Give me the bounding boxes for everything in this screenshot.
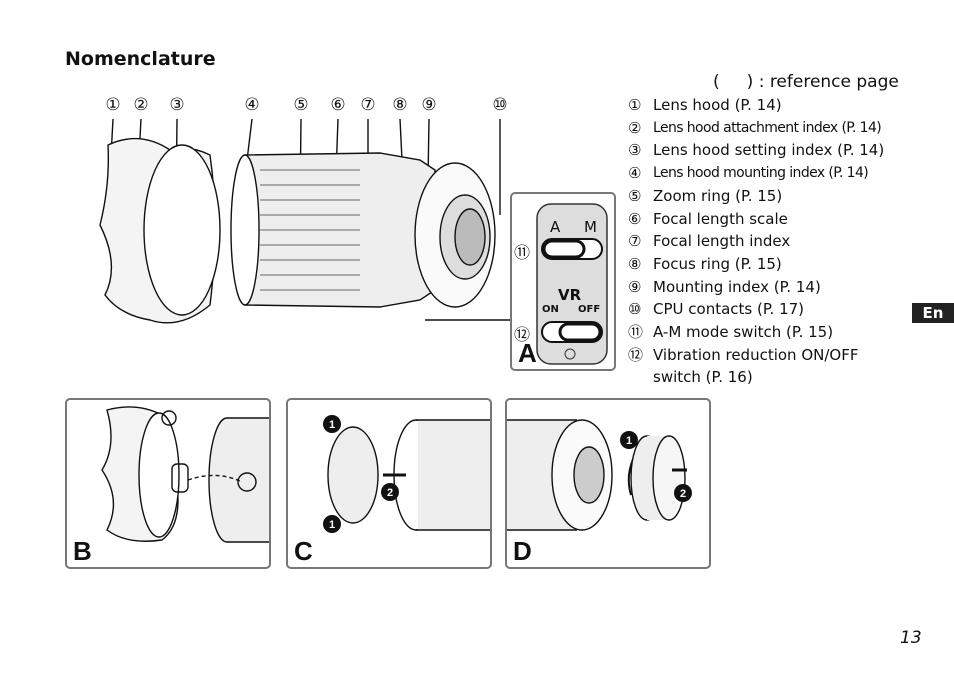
step-1-marker: 1 — [329, 519, 335, 531]
step-1-marker: 1 — [626, 435, 632, 447]
vr-off-label: OFF — [578, 304, 601, 315]
vr-label: VR — [558, 286, 582, 304]
item-number: ⑦ — [628, 232, 642, 251]
item-number: ① — [628, 96, 642, 114]
step-2-marker: 2 — [387, 487, 393, 499]
item-label: Lens hood setting index (P. 14) — [653, 141, 885, 160]
panel-label: A — [518, 338, 537, 368]
item-label: Zoom ring (P. 15) — [653, 186, 783, 205]
step-2-marker: 2 — [680, 488, 686, 500]
item-number: ④ — [628, 164, 642, 183]
item-label: Lens hood attachment index (P. 14) — [653, 119, 882, 136]
switch-label-m: M — [584, 218, 597, 236]
callout-11: ⑪ — [514, 243, 531, 262]
list-item: ⑨ Mounting index (P. 14) — [628, 276, 884, 299]
list-item: ⑪ A-M mode switch (P. 15) — [628, 321, 884, 344]
lens-illustration — [99, 118, 512, 324]
panel-label: C — [294, 536, 313, 566]
callout-2: ② — [133, 95, 149, 115]
list-item: ⑩ CPU contacts (P. 17) — [628, 298, 884, 321]
callout-9: ⑨ — [421, 95, 437, 115]
callout-5: ⑤ — [293, 95, 309, 115]
callout-1: ① — [105, 95, 121, 115]
item-label: Mounting index (P. 14) — [653, 277, 821, 296]
item-label: Focal length scale — [653, 209, 788, 228]
item-label: Lens hood (P. 14) — [653, 96, 782, 114]
callout-3: ③ — [169, 95, 185, 115]
page-number: 13 — [900, 628, 922, 648]
item-number: ⑩ — [628, 300, 642, 319]
item-number: ② — [628, 118, 642, 137]
callout-8: ⑧ — [392, 95, 408, 115]
item-label: Focus ring (P. 15) — [653, 254, 782, 273]
list-item: ② Lens hood attachment index (P. 14) — [628, 117, 884, 140]
list-item: ⑤ Zoom ring (P. 15) — [628, 185, 884, 208]
switch-label-a: A — [550, 218, 561, 236]
panel-a-switches: A M VR ON OFF ⑪ ⑫ A — [510, 192, 616, 371]
item-label: A-M mode switch (P. 15) — [653, 323, 834, 342]
item-number: ⑪ — [628, 323, 644, 342]
list-item: ⑥ Focal length scale — [628, 208, 884, 231]
item-number: ⑤ — [628, 186, 642, 205]
item-number: ⑧ — [628, 254, 642, 273]
panel-b-hood-attach: B — [65, 398, 271, 569]
list-item: ⑧ Focus ring (P. 15) — [628, 253, 884, 276]
callout-6: ⑥ — [330, 95, 346, 115]
item-number: ⑥ — [628, 209, 642, 228]
callout-4: ④ — [244, 95, 260, 115]
parts-list: ① Lens hood (P. 14) ② Lens hood attachment… — [628, 94, 884, 389]
item-number: ③ — [628, 141, 642, 160]
item-number: ⑨ — [628, 277, 642, 296]
list-item: ③ Lens hood setting index (P. 14) — [628, 139, 884, 162]
switch-panel-illustration — [536, 203, 608, 365]
item-label: CPU contacts (P. 17) — [653, 300, 805, 319]
item-label: Focal length index — [653, 232, 791, 251]
item-label: Lens hood mounting index (P. 14) — [653, 165, 869, 182]
list-item: ① Lens hood (P. 14) — [628, 94, 884, 117]
section-title: Nomenclature — [65, 48, 216, 70]
callout-7: ⑦ — [360, 95, 376, 115]
list-item: ⑫ Vibration reduction ON/OFF switch (P. 1… — [628, 344, 884, 389]
panel-label: B — [73, 536, 92, 566]
rear-cap-illustration: 1 2 — [507, 419, 692, 531]
panel-label: D — [513, 536, 532, 566]
lens-cap-illustration: 1 2 1 — [323, 415, 490, 533]
language-tab: En — [912, 303, 954, 323]
callout-12: ⑫ — [514, 325, 531, 344]
vr-on-label: ON — [542, 304, 559, 315]
panel-d-rear-cap: 1 2 D — [505, 398, 711, 569]
panel-c-lens-cap: 1 2 1 C — [286, 398, 492, 569]
list-item: ④ Lens hood mounting index (P. 14) — [628, 162, 884, 185]
list-item: ⑦ Focal length index — [628, 230, 884, 253]
hood-attach-illustration — [101, 406, 269, 543]
reference-page-note: ( ) : reference page — [713, 72, 899, 92]
item-number: ⑫ — [628, 345, 644, 364]
callout-10: ⑩ — [492, 95, 508, 115]
step-1-marker: 1 — [329, 419, 335, 431]
item-label: Vibration reduction ON/OFF switch (P. 16… — [653, 345, 859, 387]
